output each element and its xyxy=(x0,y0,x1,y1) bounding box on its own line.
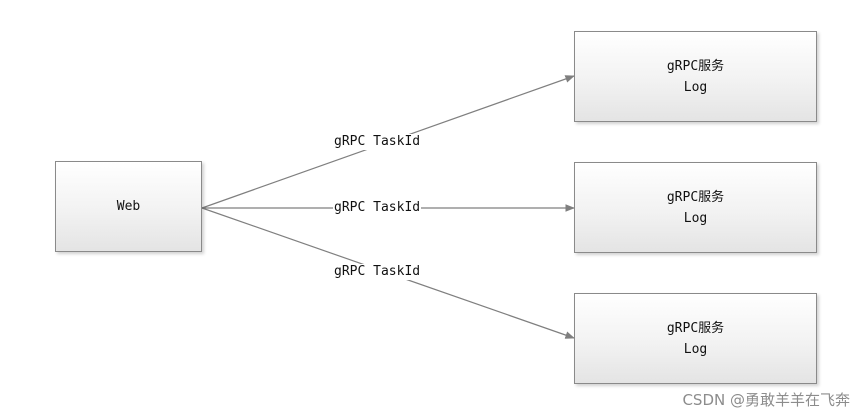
edge-label-2: gRPC TaskId xyxy=(333,200,422,216)
grpc-service-node-1: gRPC服务 Log xyxy=(574,31,817,122)
service-node-title: gRPC服务 xyxy=(666,58,725,74)
service-node-title: gRPC服务 xyxy=(666,189,725,205)
grpc-service-node-2: gRPC服务 Log xyxy=(574,162,817,253)
csdn-watermark: CSDN @勇敢羊羊在飞奔 xyxy=(682,391,850,409)
service-node-subtitle: Log xyxy=(683,79,708,95)
web-node-label: Web xyxy=(116,199,141,214)
web-node: Web xyxy=(55,161,202,252)
edge-label-3: gRPC TaskId xyxy=(333,264,422,280)
service-node-subtitle: Log xyxy=(683,341,708,357)
grpc-service-node-3: gRPC服务 Log xyxy=(574,293,817,384)
service-node-title: gRPC服务 xyxy=(666,320,725,336)
service-node-subtitle: Log xyxy=(683,210,708,226)
edge-label-1: gRPC TaskId xyxy=(333,134,422,150)
